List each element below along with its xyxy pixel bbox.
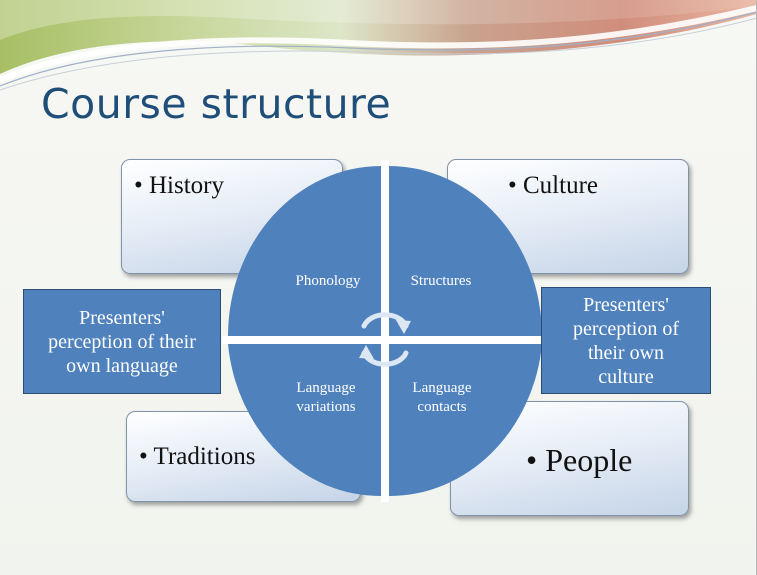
- left-perception-text: Presenters' perception of their own lang…: [48, 306, 196, 378]
- quadrant-structures: [389, 166, 542, 336]
- left-line-3: own language: [66, 354, 178, 377]
- history-box: • History: [121, 159, 343, 274]
- circular-arrows-icon: [359, 312, 411, 367]
- traditions-label: • Traditions: [139, 443, 256, 470]
- culture-label: • Culture: [508, 172, 598, 199]
- left-line-1: Presenters': [79, 306, 165, 329]
- quadrant-contacts: [389, 344, 542, 497]
- right-line-3: their own: [587, 341, 665, 364]
- variations-line-2: variations: [296, 399, 355, 415]
- quadrant-phonology: [228, 166, 381, 336]
- slide-title: Course structure: [41, 80, 392, 128]
- right-perception-box: Presenters' perception of their own cult…: [541, 287, 711, 394]
- variations-line-1: Language: [296, 380, 355, 396]
- structures-label: Structures: [411, 273, 472, 289]
- right-line-4: culture: [598, 365, 654, 388]
- history-label: • History: [134, 172, 225, 199]
- right-perception-text: Presenters' perception of their own cult…: [573, 293, 679, 389]
- left-line-2: perception of their: [48, 330, 196, 353]
- people-label: • People: [526, 442, 633, 478]
- right-line-2: perception of: [572, 317, 680, 340]
- wheel-quadrants: [228, 166, 542, 497]
- quadrant-variations: [228, 344, 381, 497]
- header-wave-decoration: [0, 0, 756, 91]
- right-line-1: Presenters': [583, 293, 669, 316]
- left-perception-box: Presenters' perception of their own lang…: [23, 289, 221, 394]
- phonology-label: Phonology: [295, 273, 361, 289]
- contacts-line-1: Language: [412, 380, 471, 396]
- contacts-line-2: contacts: [417, 399, 466, 415]
